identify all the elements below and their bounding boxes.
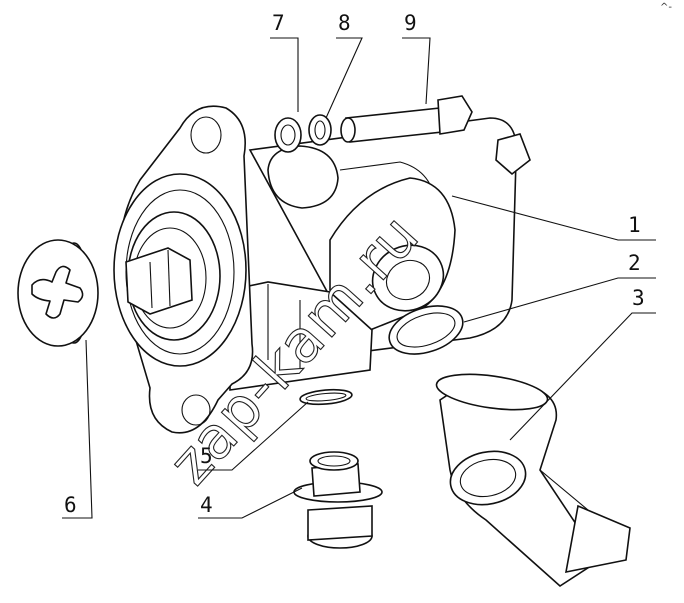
callout-7: 7 (272, 11, 285, 35)
callout-5: 5 (200, 444, 213, 468)
callout-1: 1 (628, 213, 641, 237)
part-3-elbow-pipe (435, 373, 631, 588)
part-1-pump-body (113, 105, 531, 434)
part-5-small-o-ring (299, 388, 353, 406)
part-9-bolt (340, 95, 473, 143)
leader-lines (62, 37, 656, 519)
part-7-o-ring (274, 117, 302, 153)
callout-8: 8 (338, 11, 351, 35)
part-8-washer (308, 114, 332, 146)
callout-6: 6 (64, 493, 77, 517)
callout-9: 9 (404, 11, 417, 35)
part-4-fitting (293, 451, 383, 549)
part-2-seal-ring (388, 305, 464, 355)
corner-mark: ^- (660, 2, 672, 13)
callout-labels: 7 8 9 1 2 3 4 5 6 (64, 11, 645, 517)
callout-3: 3 (632, 286, 645, 310)
callout-2: 2 (628, 251, 641, 275)
callout-4: 4 (200, 493, 213, 517)
part-6-cap (17, 239, 99, 347)
